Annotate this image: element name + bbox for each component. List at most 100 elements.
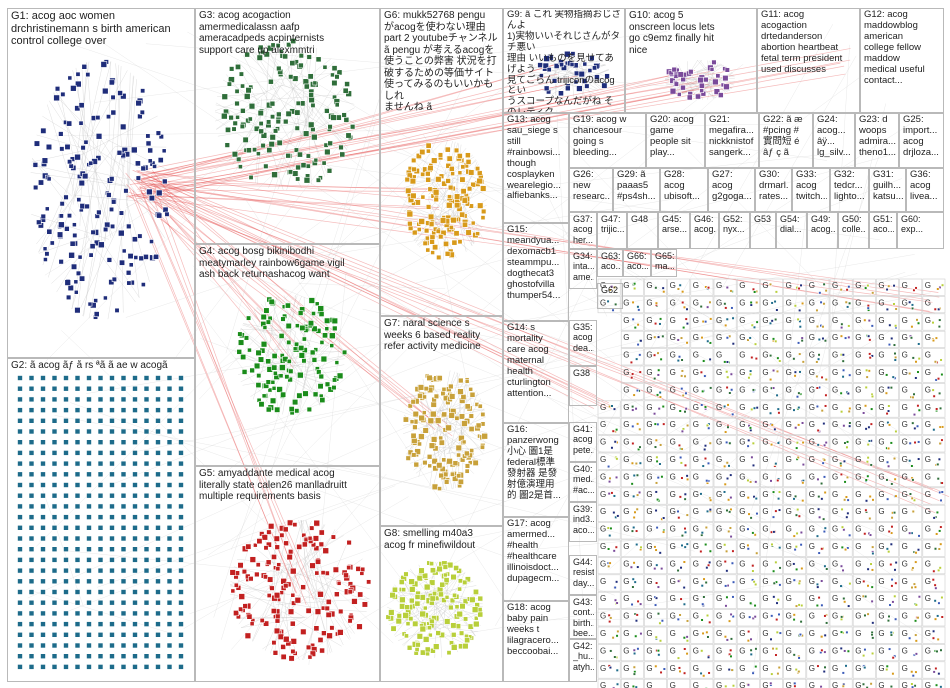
- network-node: [725, 285, 729, 290]
- network-edge: [282, 370, 344, 378]
- network-node: [887, 284, 891, 288]
- network-edge: [273, 520, 289, 600]
- network-node: [908, 371, 912, 376]
- network-node: [677, 579, 681, 583]
- network-node: [699, 492, 703, 496]
- tile-label: G: [925, 507, 931, 516]
- network-node: [266, 147, 273, 154]
- network-node: [678, 409, 682, 413]
- network-node: [822, 282, 826, 286]
- network-node: [935, 510, 940, 515]
- network-node: [131, 236, 138, 243]
- network-node: [751, 569, 755, 573]
- network-node: [936, 287, 940, 291]
- network-node: [70, 85, 77, 92]
- network-edge: [125, 218, 424, 318]
- network-node: [93, 298, 99, 303]
- network-node: [892, 511, 897, 515]
- network-node: [322, 64, 328, 70]
- tile-label: G: [832, 681, 838, 688]
- network-node: [885, 307, 889, 312]
- network-node: [820, 497, 824, 501]
- network-node: [706, 635, 710, 639]
- network-edge: [516, 90, 918, 509]
- network-node: [700, 531, 704, 535]
- tile-label: G: [646, 351, 652, 360]
- network-edge: [242, 54, 293, 145]
- tile-label: G: [739, 403, 745, 412]
- network-node: [890, 584, 894, 588]
- network-node: [632, 515, 636, 520]
- network-edge: [149, 182, 935, 314]
- network-node: [117, 90, 123, 96]
- network-node: [656, 612, 661, 616]
- network-edge: [258, 125, 334, 170]
- network-node: [940, 438, 944, 442]
- tile-label: G: [693, 507, 699, 516]
- network-node: [657, 653, 661, 657]
- network-node: [773, 299, 777, 304]
- network-node: [776, 356, 780, 360]
- tile-label: G: [855, 664, 861, 673]
- network-node: [36, 219, 42, 225]
- network-node: [866, 474, 870, 478]
- group-label: G43: cont... birth... bee...: [573, 597, 594, 639]
- network-node: [792, 357, 796, 361]
- network-node: [841, 359, 845, 363]
- network-node: [893, 568, 897, 572]
- tile-label: G: [809, 612, 815, 621]
- network-node: [704, 580, 708, 585]
- network-edge: [305, 520, 329, 588]
- tile-label: G: [925, 525, 931, 534]
- network-edge: [189, 472, 587, 614]
- network-node: [90, 229, 96, 235]
- tile-label: G: [878, 281, 884, 290]
- tile-label: G: [739, 316, 745, 325]
- group-label: G60: exp...: [901, 214, 924, 235]
- network-node: [910, 464, 914, 468]
- network-node: [885, 411, 889, 416]
- network-node: [774, 647, 779, 651]
- network-node: [683, 374, 687, 378]
- network-edge: [125, 190, 934, 490]
- network-node: [240, 108, 246, 114]
- network-edge: [808, 103, 887, 416]
- network-node: [661, 530, 666, 534]
- network-node: [864, 499, 869, 503]
- network-node: [654, 596, 659, 600]
- tile-label: G: [739, 664, 745, 673]
- network-edge: [221, 120, 376, 640]
- tile-label: G: [762, 403, 768, 412]
- group-box-g54: G54: dial...: [776, 212, 807, 249]
- network-node: [747, 438, 751, 442]
- tile-label: G: [646, 472, 652, 481]
- network-node: [824, 289, 828, 293]
- tile-label: G: [716, 559, 722, 568]
- tile-label: G: [902, 385, 908, 394]
- tile-label: G: [832, 298, 838, 307]
- network-node: [252, 147, 258, 153]
- network-node: [84, 203, 90, 210]
- network-node: [894, 494, 898, 498]
- network-node: [78, 179, 85, 187]
- network-node: [892, 302, 896, 306]
- network-node: [822, 421, 826, 426]
- network-node: [801, 481, 805, 485]
- network-node: [729, 289, 733, 293]
- group-box-g45: G45: arse...: [658, 212, 690, 249]
- network-edge: [135, 73, 558, 181]
- network-node: [275, 118, 281, 125]
- network-node: [238, 71, 244, 77]
- network-edge: [311, 331, 341, 358]
- network-node: [723, 543, 727, 547]
- group-label: G48: [631, 214, 649, 224]
- group-label: G18: acog baby pain weeks t lilagracero.…: [507, 603, 559, 657]
- network-node: [932, 670, 936, 674]
- network-edge: [213, 64, 391, 618]
- network-node: [820, 648, 824, 652]
- tile-label: G: [600, 577, 606, 586]
- tile-label: G: [600, 542, 606, 551]
- network-node: [871, 621, 875, 625]
- tile-label: G: [878, 455, 884, 464]
- tile-label: G: [646, 559, 652, 568]
